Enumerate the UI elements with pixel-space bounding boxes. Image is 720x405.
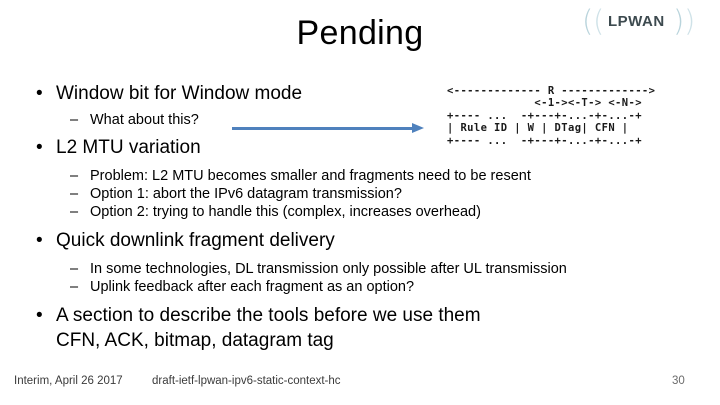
bullet-marker: • xyxy=(36,230,43,251)
footer-draft-name: draft-ietf-lpwan-ipv6-static-context-hc xyxy=(152,375,341,387)
bullet-marker: – xyxy=(70,112,79,128)
arrow-shaft xyxy=(232,127,414,130)
bullet-uplink-feedback: – Uplink feedback after each fragment as… xyxy=(0,278,700,296)
logo-arc-left-outer-icon: ( xyxy=(582,4,594,38)
bullet-problem-l2-mtu: – Problem: L2 MTU becomes smaller and fr… xyxy=(0,167,700,185)
bullet-marker: – xyxy=(70,168,79,184)
lpwan-logo: ( ( LPWAN ) ) xyxy=(580,2,710,42)
footer-page-number: 30 xyxy=(672,375,685,387)
bullet-text: Problem: L2 MTU becomes smaller and frag… xyxy=(90,168,531,184)
bullet-option-1: – Option 1: abort the IPv6 datagram tran… xyxy=(0,185,700,203)
bullet-text: A section to describe the tools before w… xyxy=(56,305,481,326)
bullet-marker: – xyxy=(70,261,79,277)
bullet-marker: • xyxy=(36,83,43,104)
logo-arc-left-inner-icon: ( xyxy=(593,4,605,38)
bullet-marker: – xyxy=(70,279,79,295)
bullet-option-2: – Option 2: trying to handle this (compl… xyxy=(0,203,700,221)
bullet-marker: – xyxy=(70,186,79,202)
arrow-head-icon xyxy=(412,123,424,133)
bullet-text: L2 MTU variation xyxy=(56,137,201,158)
bullet-text: What about this? xyxy=(90,112,199,128)
bullet-text: Window bit for Window mode xyxy=(56,83,303,104)
bullet-text: Option 1: abort the IPv6 datagram transm… xyxy=(90,186,402,202)
bullet-l2-mtu-variation: • L2 MTU variation xyxy=(0,136,700,159)
bullet-tools-list: CFN, ACK, bitmap, datagram tag xyxy=(0,329,700,352)
bullet-what-about-this: – What about this? xyxy=(0,111,700,129)
fragment-header-ascii-diagram: <------------- R -------------> <-1-><-T… xyxy=(447,84,656,147)
slide-title: Pending xyxy=(296,14,424,52)
bullet-marker: – xyxy=(70,204,79,220)
bullet-text: Option 2: trying to handle this (complex… xyxy=(90,204,481,220)
logo-arc-right-outer-icon: ) xyxy=(684,4,696,38)
annotation-arrow xyxy=(232,123,424,134)
footer-date: Interim, April 26 2017 xyxy=(14,375,123,387)
bullet-text: Uplink feedback after each fragment as a… xyxy=(90,279,415,295)
logo-arc-right-inner-icon: ) xyxy=(673,4,685,38)
bullet-dl-after-ul: – In some technologies, DL transmission … xyxy=(0,260,700,278)
bullet-marker: • xyxy=(36,305,43,326)
bullet-tools-section: • A section to describe the tools before… xyxy=(0,304,700,327)
bullet-quick-downlink-delivery: • Quick downlink fragment delivery xyxy=(0,229,700,252)
bullet-window-bit: • Window bit for Window mode xyxy=(0,82,700,105)
bullet-text: Quick downlink fragment delivery xyxy=(56,230,335,251)
logo-wordmark: LPWAN xyxy=(608,13,665,30)
bullet-text: CFN, ACK, bitmap, datagram tag xyxy=(56,330,334,351)
bullet-marker: • xyxy=(36,137,43,158)
slide-body-outline: • Window bit for Window mode – What abou… xyxy=(0,82,700,354)
bullet-text: In some technologies, DL transmission on… xyxy=(90,261,567,277)
